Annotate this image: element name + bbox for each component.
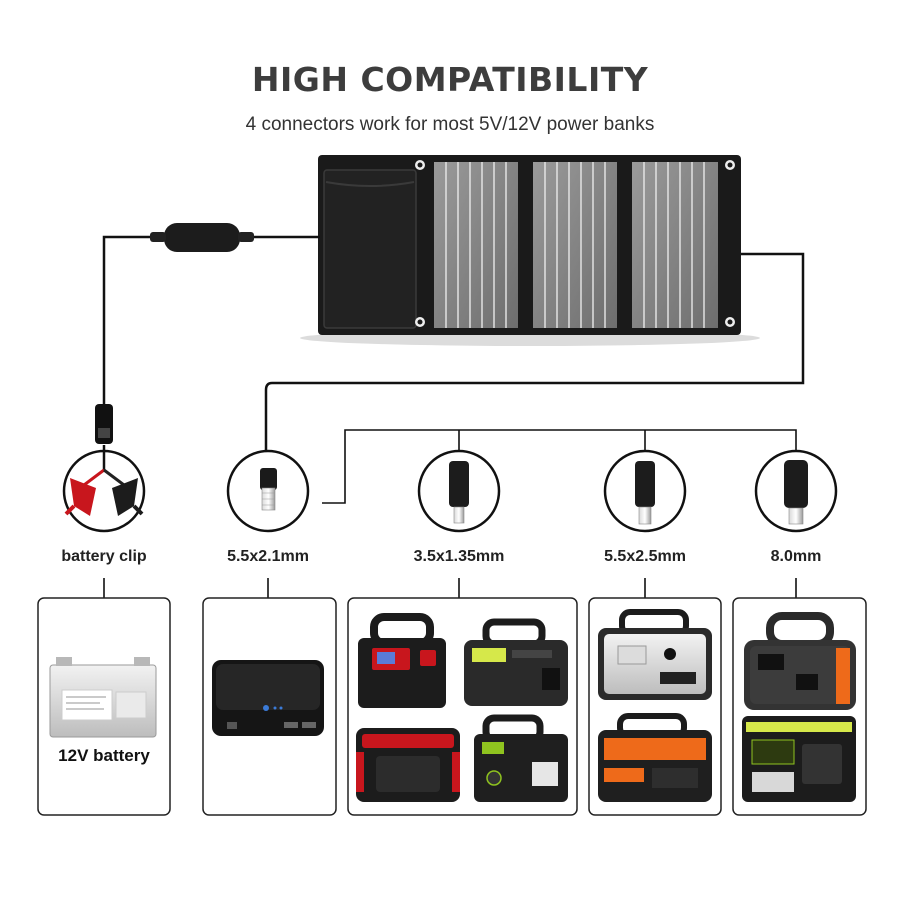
power-bank-image — [212, 660, 324, 736]
solar-panel — [300, 155, 760, 346]
power-station-silver — [598, 609, 712, 700]
dc-adapter-3513-icon — [417, 449, 501, 533]
connector-label-5521: 5.5x2.1mm — [227, 548, 309, 565]
page-title: HIGH COMPATIBILITY — [251, 60, 649, 99]
dc-plug-5521-icon — [226, 449, 310, 533]
label-ticks — [103, 578, 797, 598]
dc-adapter-5525-icon — [603, 449, 687, 533]
power-station-gray-1 — [464, 618, 568, 706]
battery-clip-icon — [62, 445, 146, 533]
power-station-orange-1 — [598, 713, 712, 802]
solar-cell-1 — [434, 162, 518, 328]
solar-cell-2 — [533, 162, 617, 328]
sae-plug-icon — [95, 404, 113, 444]
battery-12v-image — [49, 657, 157, 738]
power-station-red-1 — [358, 613, 446, 708]
power-station-green-1 — [474, 714, 568, 802]
battery-label: 12V battery — [58, 746, 150, 765]
power-station-red-2 — [356, 728, 460, 802]
power-station-green-2 — [742, 716, 856, 802]
inline-controller-icon — [150, 223, 254, 252]
power-station-orange-2 — [744, 612, 856, 710]
dc-adapter-8mm-icon — [754, 449, 838, 533]
page-subtitle: 4 connectors work for most 5V/12V power … — [245, 114, 655, 135]
connector-label-3513: 3.5x1.35mm — [413, 548, 505, 565]
connector-label-battery-clip: battery clip — [61, 548, 147, 565]
solar-cell-3 — [632, 162, 718, 328]
connector-label-8mm: 8.0mm — [770, 548, 822, 565]
connector-label-5525: 5.5x2.5mm — [604, 548, 686, 565]
